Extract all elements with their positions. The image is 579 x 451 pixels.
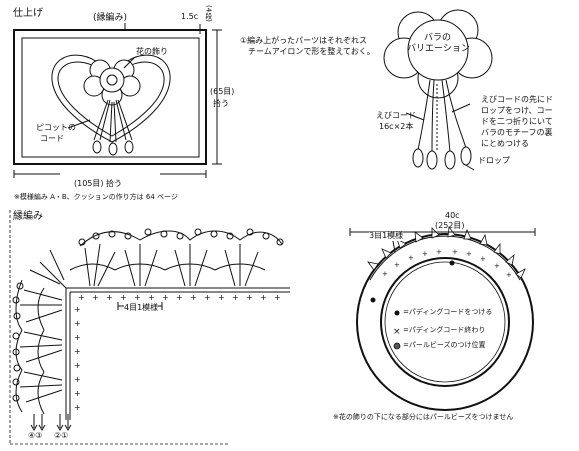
finish-note: ※模様編み A・B、クッションの作り方は 64 ページ — [14, 193, 178, 201]
instruction-line-1: ①編み上がったパーツはそれぞれス — [240, 36, 368, 45]
svg-text:+: + — [466, 250, 472, 258]
legend-bead-symbol — [393, 342, 401, 350]
rose-title-2: バリエーション — [407, 44, 470, 54]
svg-text:+: + — [74, 403, 81, 412]
svg-text:+: + — [74, 333, 81, 342]
bottom-mark-right: ②① — [54, 431, 69, 440]
svg-text:+: + — [190, 293, 197, 302]
svg-text:+: + — [78, 293, 85, 302]
picot-cords — [92, 99, 134, 156]
svg-text:+: + — [120, 293, 127, 302]
ring-stitch-count: (252目) — [435, 221, 465, 230]
single-crochet-row: + + + + + + + + + + + + + + + + + + + + + + + — [74, 293, 281, 412]
picot-label-2: コード — [40, 134, 64, 143]
rose-desc-1: えびコードの先にド — [481, 95, 553, 104]
svg-text:+: + — [74, 347, 81, 356]
instruction-line-2: チームアイロンで形を整えておく。 — [248, 47, 375, 56]
dim-bottom-label: (105目) 拾う — [74, 179, 123, 188]
legend-end-symbol: × — [393, 327, 401, 337]
ring-inner — [380, 257, 510, 387]
svg-text:+: + — [494, 262, 500, 270]
ring-inner-2 — [384, 261, 506, 383]
ring-repeat-label: 3目1模様 — [369, 231, 404, 241]
legend-start-symbol — [394, 310, 400, 316]
svg-text:+: + — [436, 248, 442, 256]
dim-top-rows: (4段) — [204, 5, 213, 22]
heart-cord — [51, 54, 171, 143]
rose-title-1: バラの — [424, 33, 452, 43]
dim-right-sub: 拾う — [213, 99, 229, 108]
svg-text:+: + — [274, 293, 281, 302]
ring-note: ※花の飾りの下になる部分にはパールビーズをつけません — [333, 413, 514, 421]
rose-cord-label: えびコード — [376, 111, 416, 120]
svg-text:+: + — [92, 293, 99, 302]
svg-text:+: + — [176, 293, 183, 302]
svg-text:+: + — [452, 248, 458, 256]
rose-desc-5: にとめつける — [481, 139, 529, 148]
svg-text:+: + — [506, 271, 512, 279]
edge-repeat-label: 4目1模様 — [124, 303, 159, 313]
rose-motif — [383, 9, 493, 99]
heart-cord-inner — [57, 61, 165, 137]
top-fan-motifs — [69, 228, 284, 287]
svg-text:+: + — [106, 293, 113, 302]
svg-text:+: + — [74, 305, 81, 314]
ring-padding-arc — [369, 235, 521, 281]
left-fan-motifs — [12, 279, 63, 415]
rose-desc-4: バラのモチーフの裏 — [481, 128, 553, 137]
cushion-outer-frame — [13, 29, 207, 165]
svg-text:+: + — [74, 389, 81, 398]
flower-ornament — [83, 59, 141, 106]
svg-text:+: + — [480, 255, 486, 263]
svg-text:+: + — [422, 250, 428, 258]
rose-desc-3: ドを二つ折りにいて — [481, 117, 553, 126]
finished-cushion-diagram — [13, 23, 222, 178]
edge-crochet-chart: + + + + + + + + + + + + + + + + + + + + + + + — [9, 210, 290, 445]
dim-right-label: (65目) — [210, 87, 235, 96]
ring-plus-marks: + + + + + + + + + + — [382, 248, 512, 279]
svg-text:+: + — [74, 319, 81, 328]
svg-text:+: + — [162, 293, 169, 302]
finish-title: 仕上げ — [13, 8, 43, 19]
svg-text:+: + — [260, 293, 267, 302]
bottom-mark-left: ④③ — [28, 431, 43, 440]
legend-end-text: =パディングコード終わり — [403, 326, 486, 334]
ring-size-label: 40c — [445, 211, 460, 220]
ring-outer — [356, 233, 534, 411]
legend-bead-dot — [370, 297, 376, 303]
svg-text:+: + — [382, 270, 388, 278]
direction-arrows — [30, 414, 72, 431]
rose-desc-2: ロップをつけ、コー — [481, 106, 553, 115]
ring-shell-stitches — [367, 225, 526, 279]
dim-top-label: 1.5c — [181, 12, 199, 21]
legend-bead-text: =パールビーズのつけ位置 — [403, 341, 486, 349]
svg-text:+: + — [408, 254, 414, 262]
edge-label: (縁編み) — [93, 13, 128, 23]
shrimp-cords — [412, 79, 472, 170]
corner-motif — [29, 249, 67, 289]
svg-text:+: + — [74, 375, 81, 384]
edge-title: 縁編み — [13, 211, 43, 222]
svg-text:+: + — [148, 293, 155, 302]
svg-text:+: + — [74, 361, 81, 370]
flower-label: 花の飾り — [136, 47, 168, 56]
svg-text:+: + — [394, 261, 400, 269]
ring-diagram: + + + + + + + + + + × — [349, 225, 536, 411]
svg-text:+: + — [246, 293, 253, 302]
picot-label-1: ピコットの — [36, 123, 76, 132]
svg-text:+: + — [218, 293, 225, 302]
cushion-inner-frame — [21, 37, 200, 158]
svg-text:+: + — [232, 293, 239, 302]
rose-drop-label: ドロップ — [478, 156, 510, 165]
svg-text:+: + — [134, 293, 141, 302]
rose-cord-size: 16c×2本 — [379, 122, 414, 131]
legend-start-text: =パディングコードをつける — [403, 308, 493, 316]
svg-text:+: + — [204, 293, 211, 302]
padding-start-mark — [449, 260, 455, 266]
rose-variation-diagram — [383, 9, 493, 171]
